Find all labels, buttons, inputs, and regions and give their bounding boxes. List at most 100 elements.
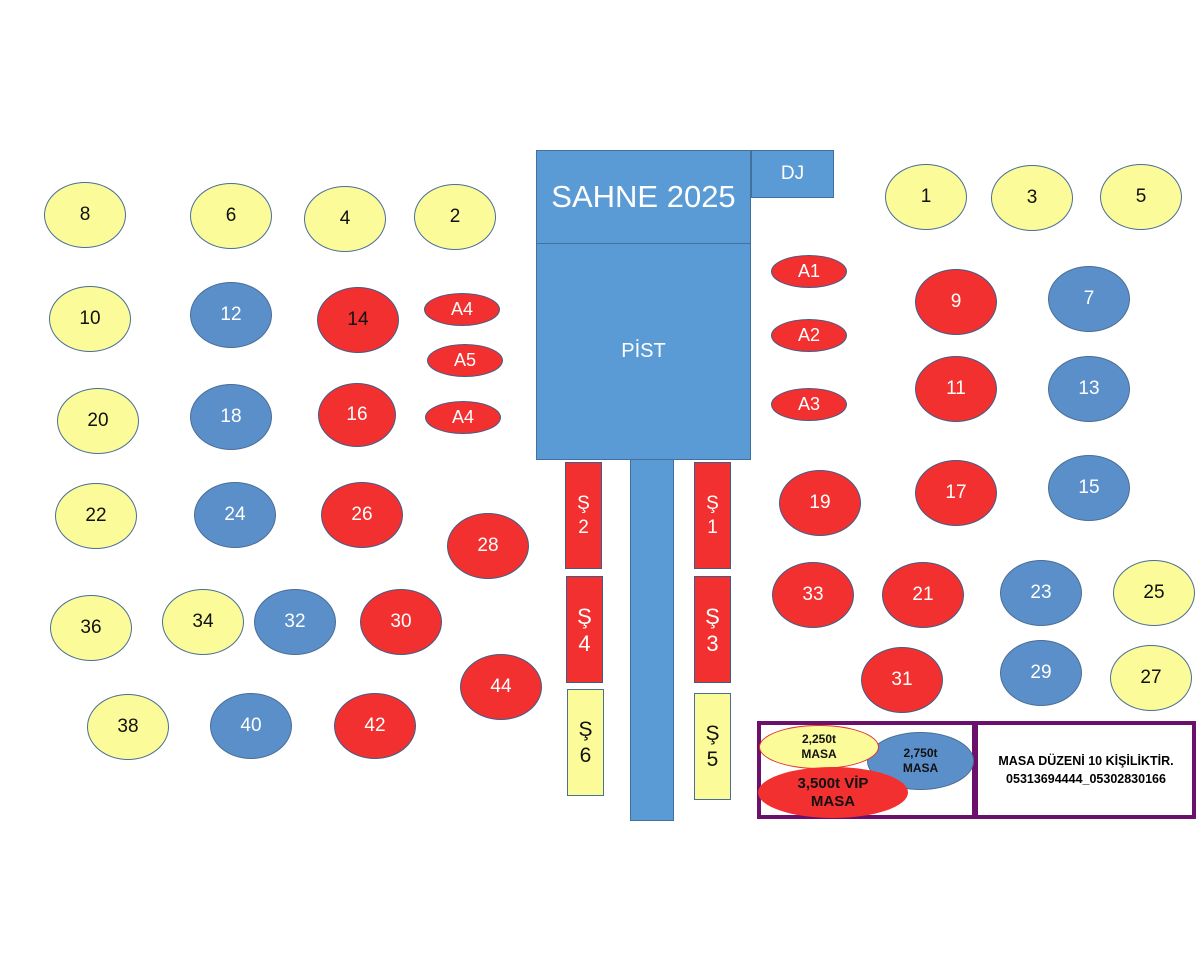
table-letter: Ş bbox=[705, 603, 720, 629]
table-10[interactable]: 10 bbox=[49, 286, 131, 352]
table-number: 26 bbox=[351, 504, 373, 525]
phone-numbers: 05313694444_05302830166 bbox=[1006, 772, 1166, 786]
table-number: A1 bbox=[797, 261, 821, 281]
table-2[interactable]: 2 bbox=[414, 184, 496, 250]
table-9[interactable]: 9 bbox=[915, 269, 997, 335]
table-8[interactable]: 8 bbox=[44, 182, 126, 248]
table-number: 42 bbox=[364, 715, 386, 736]
table-23[interactable]: 23 bbox=[1000, 560, 1082, 626]
table-42[interactable]: 42 bbox=[334, 693, 416, 759]
table-18[interactable]: 18 bbox=[190, 384, 272, 450]
table-number: 44 bbox=[490, 676, 512, 697]
table-a5[interactable]: A5 bbox=[427, 344, 503, 377]
table-number: 36 bbox=[80, 617, 102, 638]
table-number: A4 bbox=[451, 407, 475, 427]
legend-blue-label: MASA bbox=[902, 761, 939, 775]
table-number: 14 bbox=[347, 309, 369, 330]
table-40[interactable]: 40 bbox=[210, 693, 292, 759]
table-letter: Ş bbox=[577, 603, 592, 629]
table-27[interactable]: 27 bbox=[1110, 645, 1192, 711]
table-5[interactable]: 5 bbox=[1100, 164, 1182, 230]
dj-label: DJ bbox=[780, 163, 805, 184]
table-number: 18 bbox=[220, 406, 242, 427]
capacity-note: MASA DÜZENİ 10 KİŞİLİKTİR. 05313694444_0… bbox=[980, 725, 1192, 815]
table-number: 4 bbox=[339, 208, 351, 229]
table-12[interactable]: 12 bbox=[190, 282, 272, 348]
table-letter: Ş bbox=[705, 721, 720, 745]
table-number: 22 bbox=[85, 505, 107, 526]
table-a4-top[interactable]: A4 bbox=[424, 293, 500, 326]
table-number: 21 bbox=[912, 584, 934, 605]
table-6[interactable]: 6 bbox=[190, 183, 272, 249]
table-17[interactable]: 17 bbox=[915, 460, 997, 526]
table-number: 23 bbox=[1030, 582, 1052, 603]
table-26[interactable]: 26 bbox=[321, 482, 403, 548]
table-1[interactable]: 1 bbox=[885, 164, 967, 230]
dance-floor-label: PİST bbox=[621, 340, 666, 362]
table-31[interactable]: 31 bbox=[861, 647, 943, 713]
table-3[interactable]: 3 bbox=[991, 165, 1073, 231]
table-32[interactable]: 32 bbox=[254, 589, 336, 655]
table-number: 3 bbox=[1026, 187, 1038, 208]
table-number: 10 bbox=[79, 308, 101, 329]
table-13[interactable]: 13 bbox=[1048, 356, 1130, 422]
table-38[interactable]: 38 bbox=[87, 694, 169, 760]
table-4[interactable]: 4 bbox=[304, 186, 386, 252]
table-number: 25 bbox=[1143, 582, 1165, 603]
table-number: A4 bbox=[450, 299, 474, 319]
table-number: 27 bbox=[1140, 667, 1162, 688]
table-a1[interactable]: A1 bbox=[771, 255, 847, 288]
table-letter: Ş bbox=[706, 492, 719, 514]
table-number: 8 bbox=[79, 204, 91, 225]
table-number: 38 bbox=[117, 716, 139, 737]
table-number: 5 bbox=[706, 747, 719, 771]
legend-red-price: 3,500t VİP bbox=[797, 774, 869, 792]
table-20[interactable]: 20 bbox=[57, 388, 139, 454]
table-22[interactable]: 22 bbox=[55, 483, 137, 549]
table-15[interactable]: 15 bbox=[1048, 455, 1130, 521]
table-a2[interactable]: A2 bbox=[771, 319, 847, 352]
legend-blue-price: 2,750t bbox=[903, 746, 938, 760]
table-number: 34 bbox=[192, 611, 214, 632]
table-number: A5 bbox=[453, 350, 477, 370]
table-number: A3 bbox=[797, 394, 821, 414]
table-44[interactable]: 44 bbox=[460, 654, 542, 720]
table-33[interactable]: 33 bbox=[772, 562, 854, 628]
table-14[interactable]: 14 bbox=[317, 287, 399, 353]
table-28[interactable]: 28 bbox=[447, 513, 529, 579]
table-29[interactable]: 29 bbox=[1000, 640, 1082, 706]
table-number: 11 bbox=[946, 378, 966, 399]
table-number: 24 bbox=[224, 504, 246, 525]
table-19[interactable]: 19 bbox=[779, 470, 861, 536]
legend-red-table: 3,500t VİP MASA bbox=[758, 767, 908, 818]
dance-floor: PİST bbox=[536, 243, 751, 460]
table-21[interactable]: 21 bbox=[882, 562, 964, 628]
table-number: 31 bbox=[891, 669, 913, 690]
table-number: 6 bbox=[579, 743, 592, 767]
table-number: 3 bbox=[706, 630, 719, 656]
table-a4-bottom[interactable]: A4 bbox=[425, 401, 501, 434]
table-number: 13 bbox=[1078, 378, 1100, 399]
table-number: 1 bbox=[707, 516, 718, 538]
table-34[interactable]: 34 bbox=[162, 589, 244, 655]
table-25[interactable]: 25 bbox=[1113, 560, 1195, 626]
table-number: 2 bbox=[578, 516, 589, 538]
table-16[interactable]: 16 bbox=[318, 383, 396, 447]
table-number: 7 bbox=[1083, 288, 1095, 309]
table-number: 20 bbox=[87, 410, 109, 431]
table-number: 29 bbox=[1030, 662, 1052, 683]
table-11[interactable]: 11 bbox=[915, 356, 997, 422]
table-number: 2 bbox=[449, 206, 461, 227]
table-7[interactable]: 7 bbox=[1048, 266, 1130, 332]
legend-yellow-label: MASA bbox=[801, 747, 837, 761]
table-a3[interactable]: A3 bbox=[771, 388, 847, 421]
table-36[interactable]: 36 bbox=[50, 595, 132, 661]
table-24[interactable]: 24 bbox=[194, 482, 276, 548]
table-30[interactable]: 30 bbox=[360, 589, 442, 655]
